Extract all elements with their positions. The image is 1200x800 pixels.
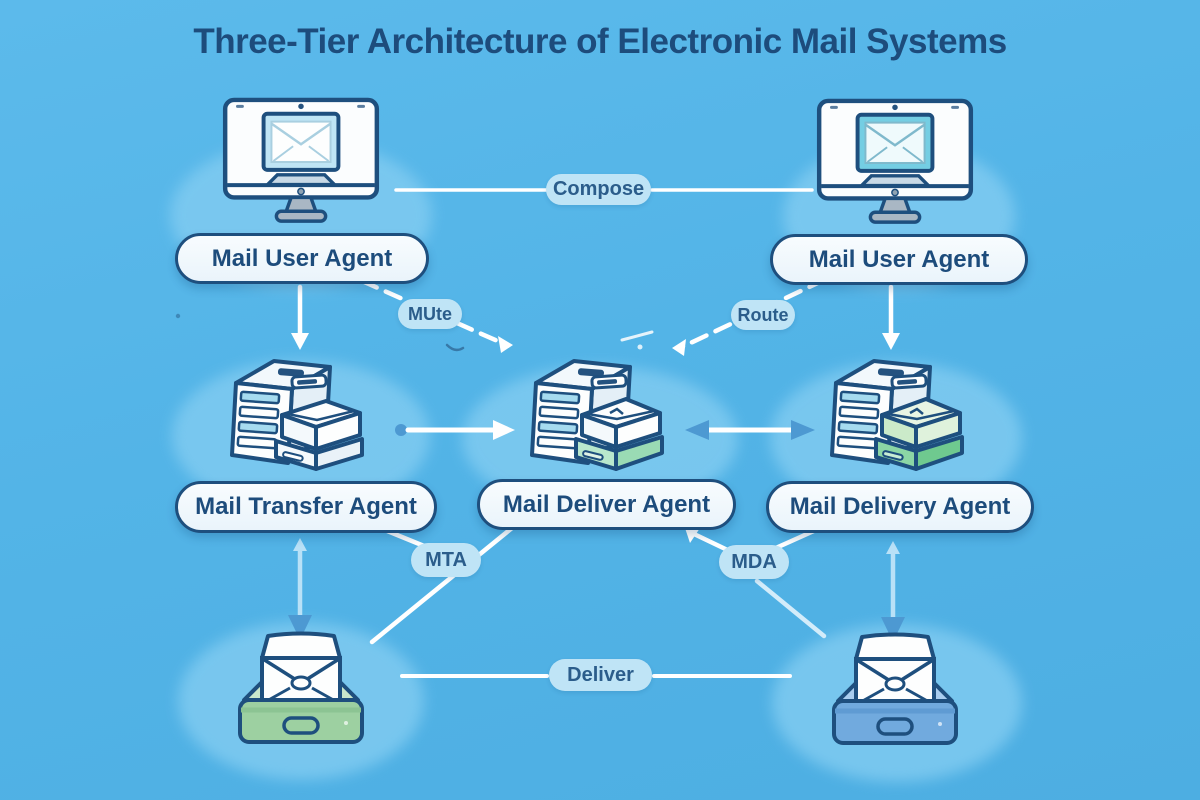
mailbox-tray-icon <box>820 629 970 749</box>
node-label-mail-user-agent-right: Mail User Agent <box>770 234 1028 285</box>
arrowhead-down <box>882 333 900 350</box>
node-label-mail-deliver-agent: Mail Deliver Agent <box>477 479 736 530</box>
decorative-speck <box>175 313 181 319</box>
arrowhead-up <box>293 538 307 551</box>
arrowhead-right <box>493 420 515 440</box>
arrowhead-left <box>685 420 709 440</box>
desktop-mail-icon <box>816 98 974 228</box>
arrowhead-diagonal <box>498 336 513 353</box>
arrowhead-right <box>791 420 815 440</box>
edge-label-mda: MDA <box>719 545 789 579</box>
edge-label-route: Route <box>731 300 795 330</box>
arrowhead-diagonal <box>672 339 686 356</box>
mail-server-icon <box>228 353 378 481</box>
edge-label-deliver: Deliver <box>549 659 652 691</box>
edge-label-mta: MTA <box>411 543 481 577</box>
node-label-mail-transfer-agent: Mail Transfer Agent <box>175 481 437 533</box>
mail-server-icon <box>828 353 978 481</box>
node-label-mail-delivery-agent: Mail Delivery Agent <box>766 481 1034 533</box>
edge-label-compose: Compose <box>546 174 651 205</box>
mda-to-mailbox-line <box>754 578 827 639</box>
node-label-mail-user-agent-left: Mail User Agent <box>175 233 429 284</box>
arrowhead-down <box>291 333 309 350</box>
edge-label-mute: MUte <box>398 299 462 329</box>
page-title: Three-Tier Architecture of Electronic Ma… <box>193 22 1007 61</box>
desktop-mail-icon <box>222 97 380 227</box>
mta-cross-line <box>369 525 515 645</box>
arrowhead-down <box>881 617 905 642</box>
arrowhead-down <box>288 615 312 640</box>
arrowhead-up <box>886 541 900 554</box>
mail-server-icon <box>528 353 678 481</box>
arrow-tail-dot <box>395 424 407 436</box>
decorative-speck <box>637 344 643 350</box>
decorative-speck <box>445 343 465 352</box>
decorative-dash <box>620 330 654 342</box>
mailbox-tray-icon <box>226 628 376 748</box>
